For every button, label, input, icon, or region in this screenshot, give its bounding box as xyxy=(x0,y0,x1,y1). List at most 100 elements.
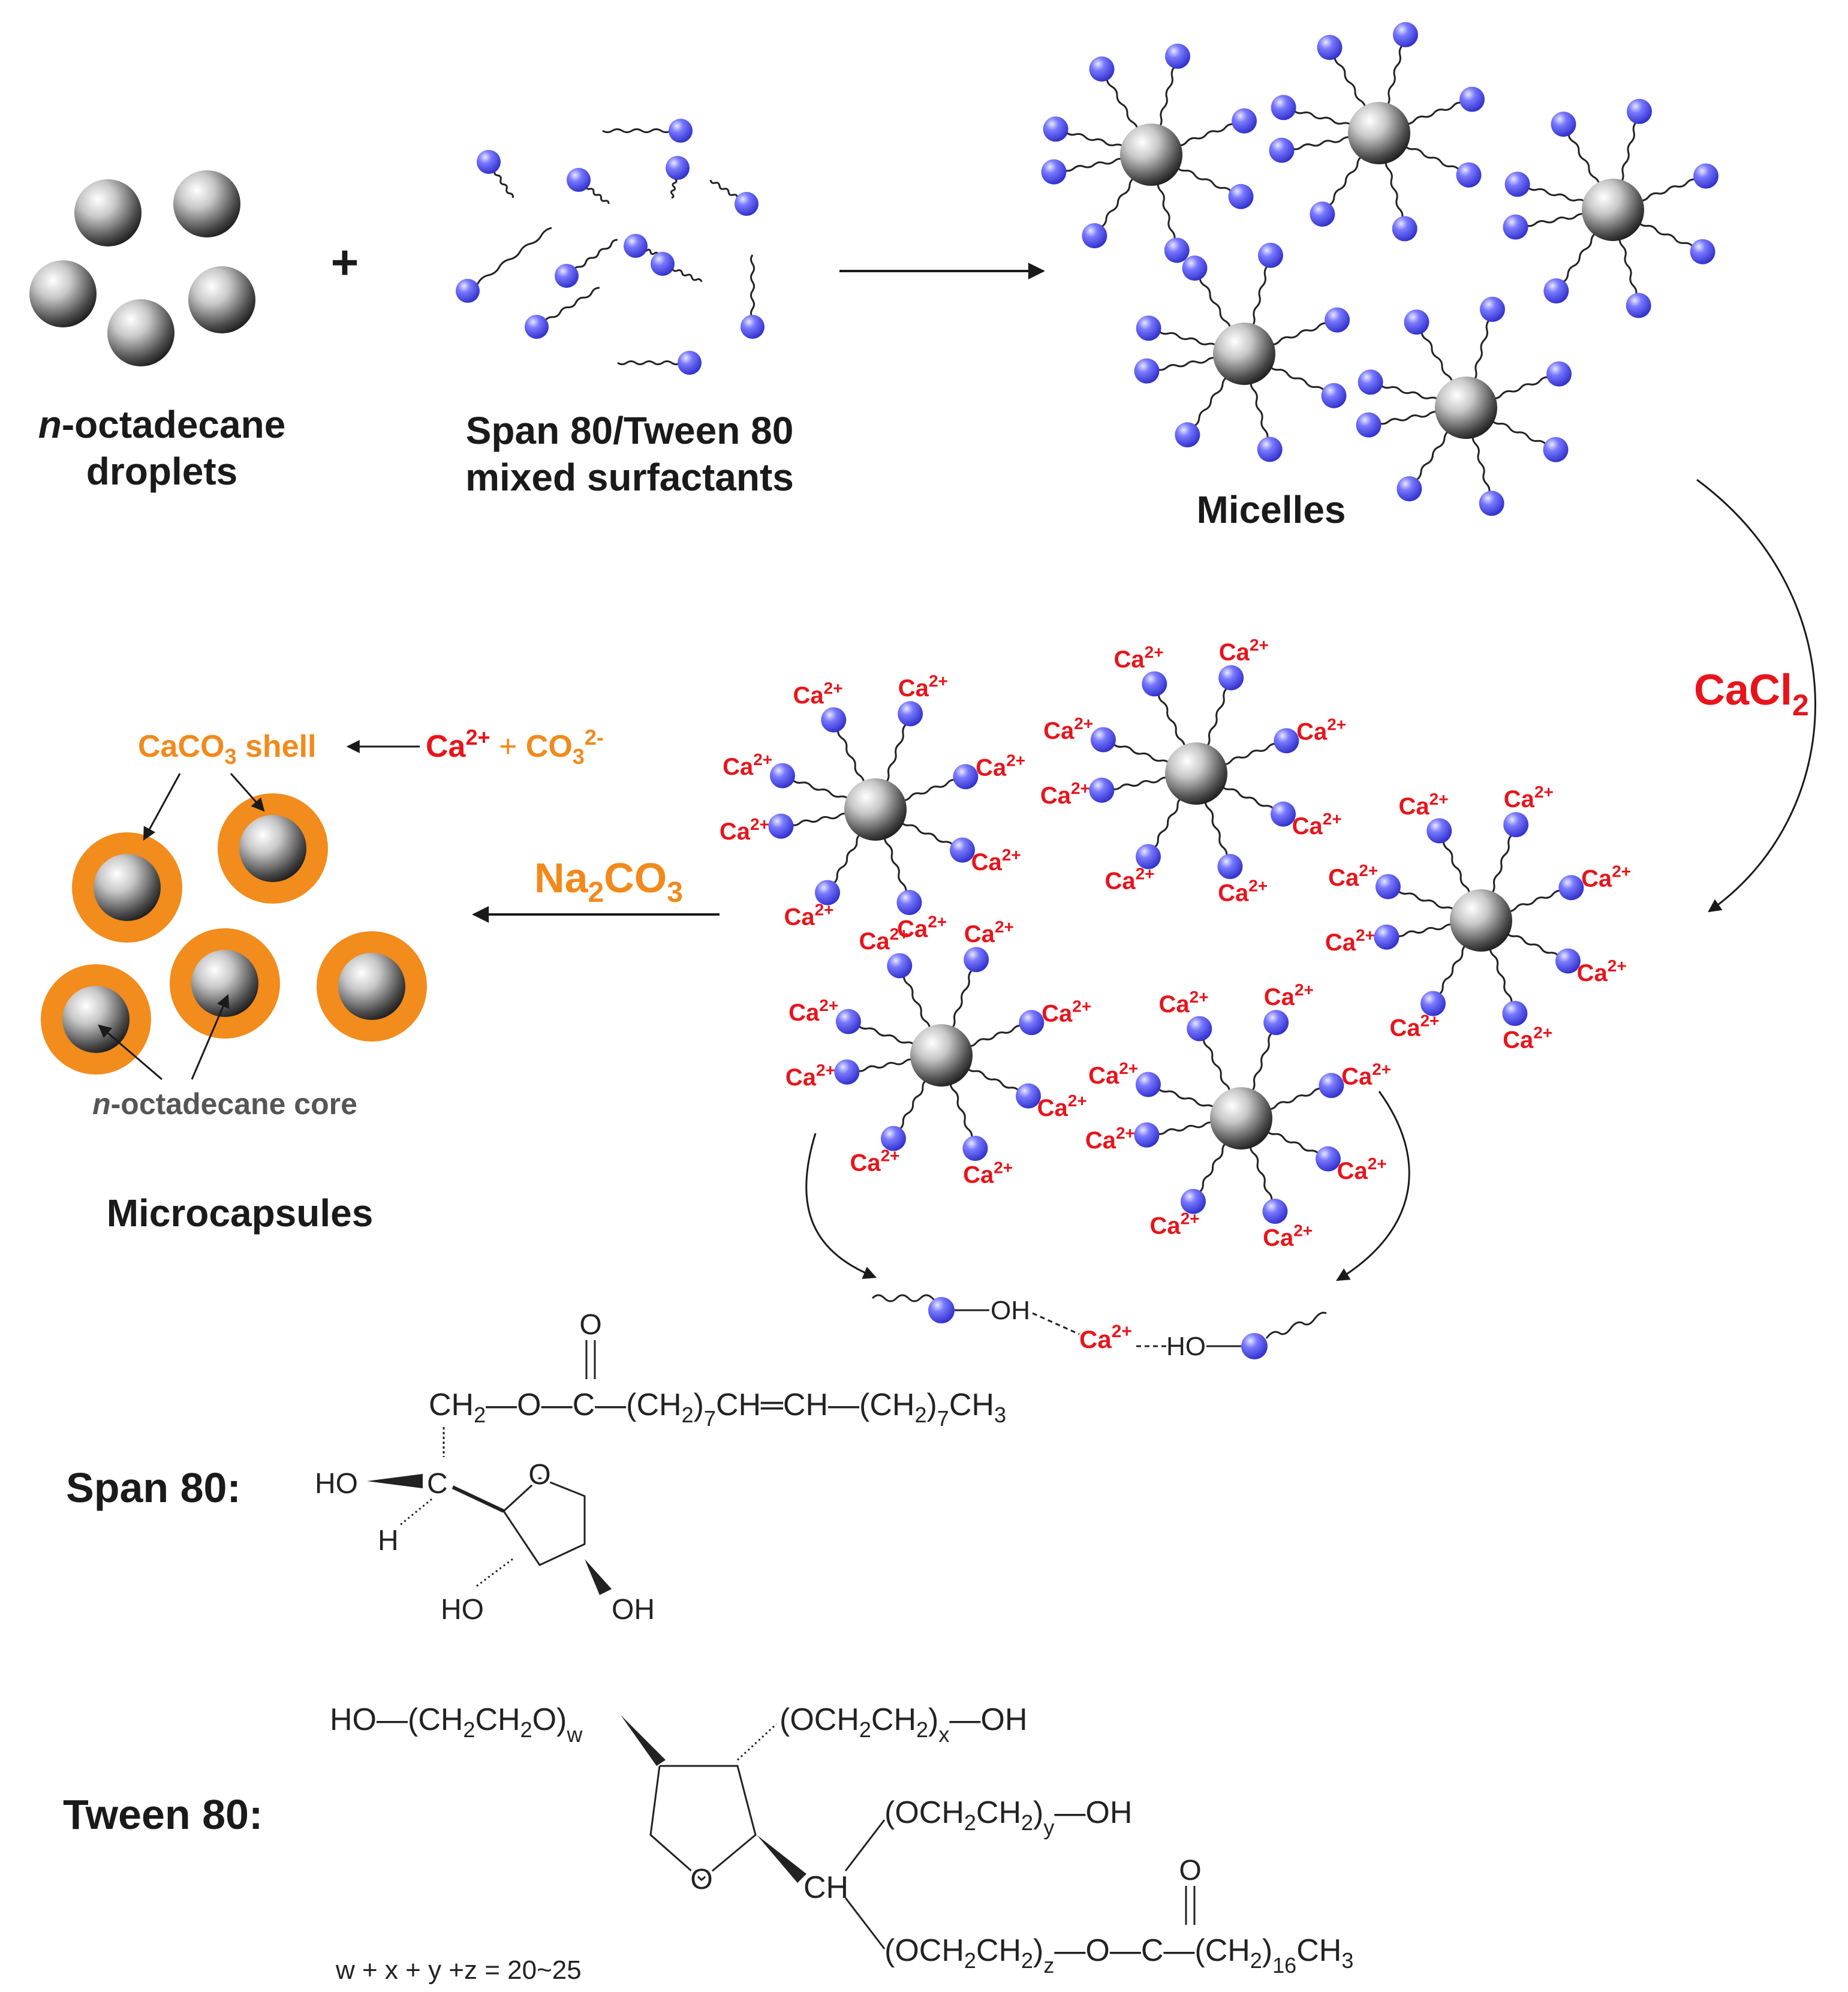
surfactant-head xyxy=(1271,95,1296,121)
ca-ion-label: Ca2+ xyxy=(1504,783,1554,813)
ca-ion-label: Ca2+ xyxy=(1218,876,1268,906)
na2co3-label: Na2CO3 xyxy=(534,854,683,908)
span80-c: C xyxy=(427,1468,448,1500)
droplet-group xyxy=(29,170,255,366)
micelle-core xyxy=(1210,1087,1272,1150)
micelle-core xyxy=(1435,377,1497,439)
tween80-ring-o: O xyxy=(690,1864,712,1895)
wedge-bond xyxy=(757,1835,806,1883)
droplet xyxy=(29,260,97,327)
surfactant-head xyxy=(1217,854,1243,880)
droplet xyxy=(74,179,142,246)
surfactant-head xyxy=(1404,309,1429,335)
surfactant-head xyxy=(1041,159,1067,185)
ca-ion-label: Ca2+ xyxy=(788,996,838,1026)
tween80-w-chain: HO—(CH2CH2O)w xyxy=(330,1702,583,1747)
ca-ion-label: Ca2+ xyxy=(793,679,843,709)
surfactant-head xyxy=(1546,361,1572,387)
surfactant-head xyxy=(964,947,989,973)
surfactant-head xyxy=(1551,112,1576,137)
ca-ion-label: Ca2+ xyxy=(1292,810,1342,839)
ca-ion-label: Ca2+ xyxy=(1219,636,1269,666)
ca-ion-label: Ca2+ xyxy=(1037,1091,1087,1121)
head-right xyxy=(1241,1333,1268,1359)
micelle-core xyxy=(1213,323,1275,385)
surfactant-head xyxy=(1392,22,1418,47)
surfactant-head xyxy=(1019,1010,1045,1036)
span80-chain: CH2—O—C—(CH2)7CH═CH—(CH2)7CH3 xyxy=(429,1388,1006,1431)
micelle-core xyxy=(1582,179,1644,241)
ca-ion-label: Ca2+ xyxy=(1325,926,1375,956)
ca-ion-label: Ca2+ xyxy=(1296,715,1346,745)
microcapsules-label: Microcapsules xyxy=(107,1191,374,1235)
droplet xyxy=(107,299,174,366)
span80-ho-low: HO xyxy=(441,1594,484,1626)
surfactant-head xyxy=(821,707,847,733)
ca-ion-label: Ca2+ xyxy=(785,1061,835,1091)
surfactant-head xyxy=(567,168,591,192)
surfactant-head xyxy=(769,763,795,789)
ca-ion-label: Ca2+ xyxy=(1264,980,1314,1010)
ca-ion-label: Ca2+ xyxy=(720,815,769,845)
oh-left: OH xyxy=(991,1296,1030,1325)
tween80-y-chain: (OCH2CH2)y—OH xyxy=(884,1795,1132,1840)
ring-link xyxy=(452,1485,505,1513)
surfactant-head xyxy=(1392,216,1417,242)
ca-ion-bond: Ca2+ xyxy=(1079,1322,1132,1353)
wedge-bond xyxy=(621,1715,666,1766)
surfactant-head xyxy=(669,119,693,143)
surfactant-head xyxy=(666,156,690,180)
surfactant-head xyxy=(1504,171,1530,197)
tween80-name: Tween 80: xyxy=(63,1791,263,1838)
hash-bond xyxy=(736,1723,778,1761)
ca-ion-label: Ca2+ xyxy=(1042,997,1091,1027)
ca-ion-label: Ca2+ xyxy=(1088,1059,1138,1089)
arrow-shell-1 xyxy=(143,773,181,841)
surfactant-head xyxy=(1136,315,1161,341)
ca-ion-label: Ca2+ xyxy=(1159,988,1209,1018)
surfactant-head xyxy=(456,279,480,303)
surfactant-head xyxy=(1375,874,1401,899)
ca-ion-label: Ca2+ xyxy=(859,925,909,955)
octadecane-label-text: -octadecane xyxy=(62,403,285,446)
surfactant-head xyxy=(1089,56,1115,82)
droplets-label: droplets xyxy=(86,450,237,493)
surfactant-head xyxy=(1456,162,1482,188)
surfactant-head xyxy=(1043,116,1069,142)
hydrogen-bond-detail: OH Ca2+ HO xyxy=(871,1294,1327,1361)
surfactant-head xyxy=(1182,255,1208,281)
span80-ho: HO xyxy=(315,1468,358,1500)
ring-bonds xyxy=(502,1477,586,1566)
surfactant-head xyxy=(1274,728,1299,754)
ca-ion-label: Ca2+ xyxy=(964,917,1014,947)
cacl2-label: CaCl2 xyxy=(1694,666,1809,722)
ca-ion-label: Ca2+ xyxy=(784,900,833,930)
surfactant-head xyxy=(1218,665,1244,691)
surfactant-head xyxy=(962,1136,988,1162)
tween80-ch: CH xyxy=(803,1870,848,1905)
ca-ion-label: Ca2+ xyxy=(1085,1124,1135,1154)
surfactant-head xyxy=(1142,671,1167,697)
arrow-core-2 xyxy=(191,994,230,1080)
surfactant-head xyxy=(1503,812,1529,838)
ca-ion-label: Ca2+ xyxy=(1337,1154,1387,1184)
surfactant-head xyxy=(1181,1188,1206,1214)
ho-right: HO xyxy=(1166,1332,1206,1361)
surfactant-head xyxy=(815,880,840,905)
octadecane-label: n-octadecane xyxy=(38,403,286,446)
surfactant-head xyxy=(1543,278,1569,304)
surfactant-head xyxy=(887,953,913,979)
droplet xyxy=(173,170,240,237)
surfactant-head xyxy=(1187,1016,1212,1042)
capsule-core xyxy=(191,950,258,1017)
surfactant-head xyxy=(1316,1146,1341,1172)
ca-ion-label: Ca2+ xyxy=(897,912,947,942)
surfactant-head xyxy=(1135,1072,1161,1097)
capsule-core xyxy=(338,953,405,1020)
span80-structure: Span 80: O CH2—O—C—(CH2)7CH═CH—(CH2)7CH3… xyxy=(66,1309,1006,1626)
surfactant-head xyxy=(1228,183,1254,209)
plus-sign: + xyxy=(331,236,359,289)
surfactant-head xyxy=(896,890,922,916)
span80-carbonyl-o: O xyxy=(579,1309,601,1341)
ca-ion-label: Ca2+ xyxy=(1503,1023,1552,1053)
